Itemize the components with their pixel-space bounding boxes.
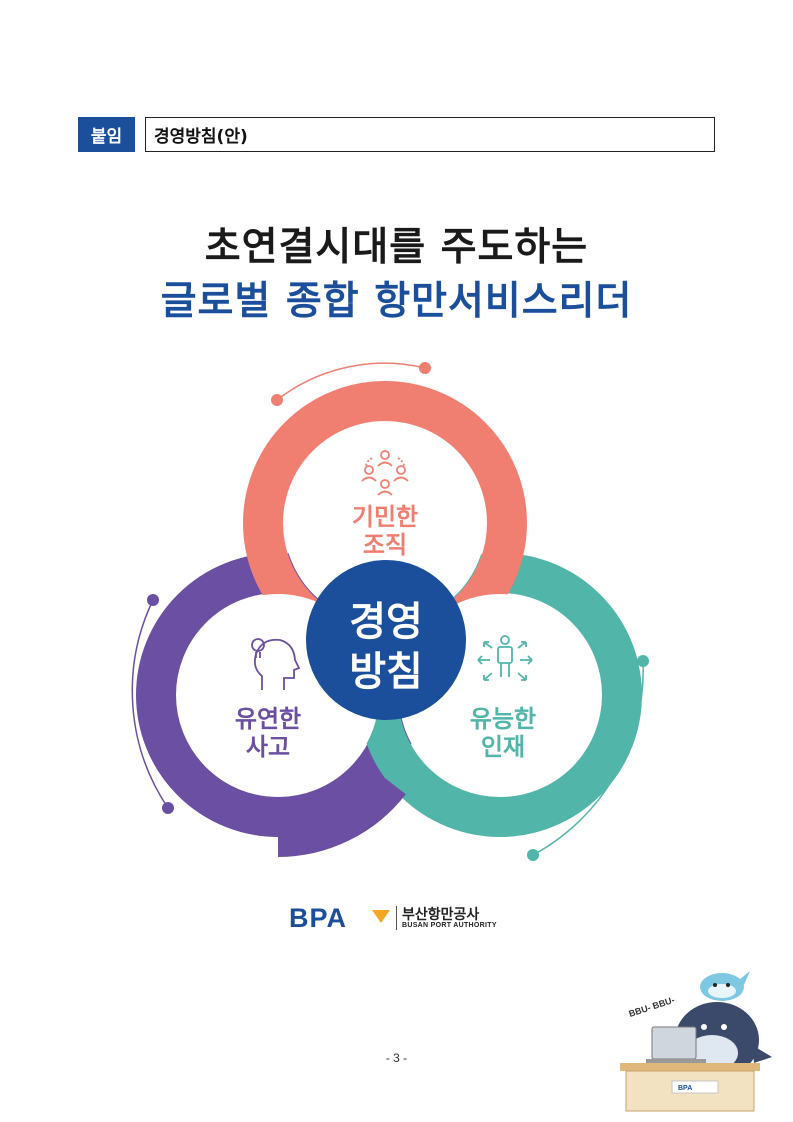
right-label-line1: 유능한 — [470, 705, 536, 733]
orbit-dot-top-left — [271, 394, 283, 406]
logo-triangle-icon — [372, 910, 390, 923]
logo-name-korean: 부산항만공사 — [402, 907, 480, 923]
orbit-dot-top-right — [419, 362, 431, 374]
headline-line-1: 초연결시대를 주도하는 — [204, 225, 589, 270]
center-label-line1: 경영 — [349, 599, 423, 645]
page-number: - 3 - — [385, 1051, 408, 1065]
management-policy-diagram: 기민한 조직 유연한 사고 유능한 인재 경영 방침 — [131, 362, 649, 861]
top-label-line1: 기민한 — [352, 503, 418, 531]
ring-left-purple-overlap — [277, 769, 406, 857]
orbit-dot-right-bottom — [527, 849, 539, 861]
bpa-logo: BPA 부산항만공사 BUSAN PORT AUTHORITY — [289, 903, 519, 933]
center-label-line2: 방침 — [349, 649, 423, 695]
head-lightbulb-icon — [251, 638, 301, 690]
document-title-box: 경영방침(안) — [145, 117, 715, 152]
top-label-line2: 조직 — [363, 531, 407, 559]
attachment-tag: 붙임 — [78, 117, 135, 152]
desk-label: BPA — [678, 1085, 692, 1092]
people-network-icon — [361, 450, 409, 496]
dolphin-mascot-icon: BBU- BBU- BPA — [620, 971, 772, 1112]
attachment-header: 붙임 경영방침(안) — [78, 117, 715, 152]
orbit-arc-left — [131, 599, 169, 809]
mascot-speech: BBU- BBU- — [628, 995, 676, 1019]
orbit-arc-top — [276, 362, 426, 401]
left-label-line1: 유연한 — [235, 705, 301, 733]
logo-name-english: BUSAN PORT AUTHORITY — [402, 922, 497, 929]
logo-brand: BPA — [289, 903, 348, 933]
logo-divider — [396, 906, 397, 930]
person-arrows-icon — [477, 635, 533, 681]
orbit-dot-left-bottom — [162, 802, 174, 814]
right-label-line2: 인재 — [481, 733, 525, 761]
orbit-dot-right-top — [637, 655, 649, 667]
headline-line-2: 글로벌 종합 항만서비스리더 — [160, 279, 633, 324]
left-label-line2: 사고 — [246, 733, 290, 761]
center-circle — [306, 560, 466, 720]
orbit-dot-left-top — [147, 594, 159, 606]
